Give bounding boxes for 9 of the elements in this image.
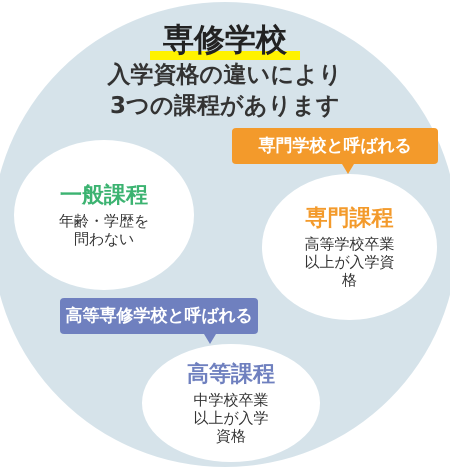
speech-bubble: 専門学校と呼ばれる [232, 128, 438, 174]
course-description: 高等学校卒業以上が入学資格 [304, 235, 396, 289]
course-title: 高等課程 [187, 361, 275, 389]
speech-bubble: 高等専修学校と呼ばれる [60, 298, 258, 344]
course-description: 年齢・学歴を問わない [58, 212, 150, 248]
course-title: 専門課程 [306, 205, 394, 233]
course-description: 中学校卒業以上が入学資格 [192, 391, 270, 445]
course-title: 一般課程 [60, 182, 148, 210]
subheading: 入学資格の違いにより3つの課程があります [106, 61, 344, 121]
